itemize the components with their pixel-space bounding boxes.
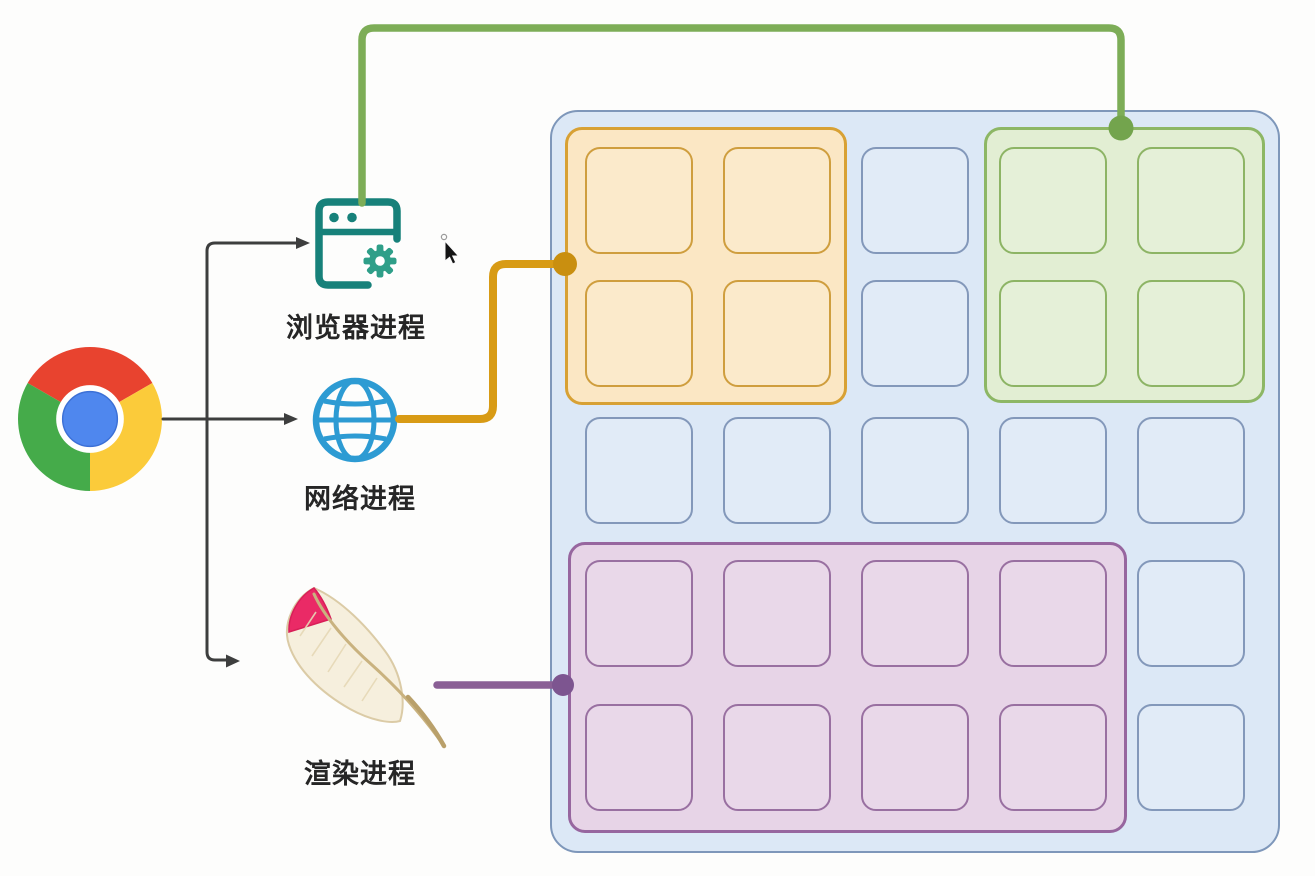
process-grid xyxy=(550,110,1280,853)
grid-cell-r2-c2 xyxy=(723,280,831,387)
tab-dot-icon xyxy=(347,212,357,223)
grid-cell-r1-c2 xyxy=(723,147,831,254)
mouse-cursor-icon xyxy=(440,233,460,265)
arrowhead-browser xyxy=(296,237,310,249)
grid-cell-r2-c4 xyxy=(999,280,1107,387)
arrowhead-network xyxy=(284,413,298,425)
grid-cell-r5-c4 xyxy=(999,704,1107,811)
grid-cell-r3-c4 xyxy=(999,417,1107,524)
network-process-icon xyxy=(312,377,398,463)
browser-process-label: 浏览器进程 xyxy=(286,313,426,343)
grid-cell-r4-c1 xyxy=(585,560,693,667)
grid-cell-r4-c4 xyxy=(999,560,1107,667)
grid-cell-r3-c3 xyxy=(861,417,969,524)
render-process-label: 渲染进程 xyxy=(304,759,416,789)
grid-cell-r1-c3 xyxy=(861,147,969,254)
gear-icon xyxy=(361,242,399,280)
grid-cell-r5-c1 xyxy=(585,704,693,811)
chrome-logo-icon xyxy=(18,347,162,491)
grid-cell-r5-c3 xyxy=(861,704,969,811)
feather-pink-tip xyxy=(288,587,332,633)
grid-cell-r1-c4 xyxy=(999,147,1107,254)
grid-cell-r1-c5 xyxy=(1137,147,1245,254)
grid-cell-r3-c2 xyxy=(723,417,831,524)
grid-cell-r2-c5 xyxy=(1137,280,1245,387)
grid-cell-r4-c3 xyxy=(861,560,969,667)
grid-cell-r5-c5 xyxy=(1137,704,1245,811)
grid-cell-r2-c3 xyxy=(861,280,969,387)
grid-cell-r4-c2 xyxy=(723,560,831,667)
purple-region xyxy=(568,542,1127,833)
grid-cell-r3-c5 xyxy=(1137,417,1245,524)
grid-cell-r3-c1 xyxy=(585,417,693,524)
browser-process-icon xyxy=(315,198,401,289)
render-process-icon xyxy=(286,586,447,749)
grid-cell-r4-c5 xyxy=(1137,560,1245,667)
arrowhead-render xyxy=(226,654,240,668)
grid-cell-r2-c1 xyxy=(585,280,693,387)
grid-cell-r5-c2 xyxy=(723,704,831,811)
network-process-label: 网络进程 xyxy=(304,484,416,514)
tab-dot-icon xyxy=(329,212,339,223)
grid-cell-r1-c1 xyxy=(585,147,693,254)
